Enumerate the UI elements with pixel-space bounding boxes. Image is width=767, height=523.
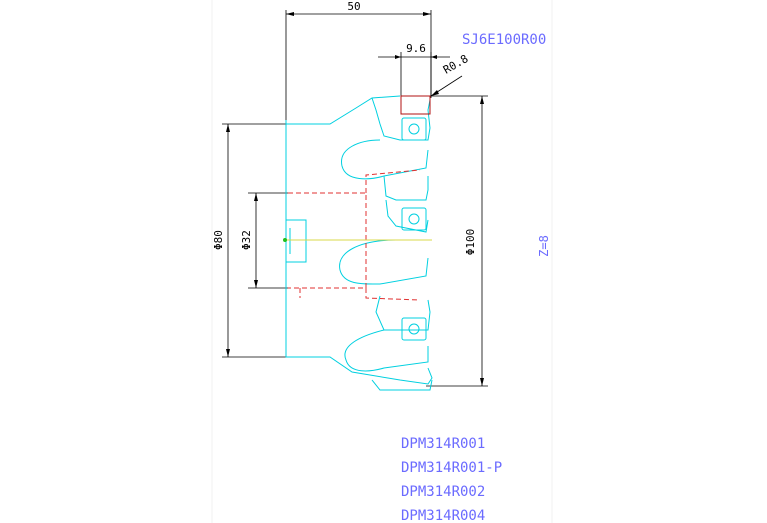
insert-detail-highlight	[400, 95, 431, 115]
hidden-lines	[288, 169, 421, 301]
dimension-label-bore-diameter: Φ32	[240, 230, 253, 250]
dimension-bore-diameter: Φ32	[240, 192, 288, 289]
insert-code-2: DPM314R001-P	[401, 460, 502, 476]
insert-code-4: DPM314R004	[401, 508, 485, 523]
dimension-cutting-diameter: Φ100	[426, 95, 488, 387]
insert-code-3: DPM314R002	[401, 484, 485, 500]
dimension-label-body-diameter: Φ80	[212, 230, 225, 250]
model-code-label: SJ6E100R00	[462, 32, 546, 48]
insert-code-list: DPM314R001 DPM314R001-P DPM314R002 DPM31…	[401, 436, 502, 523]
dimension-label-offset: 9.6	[406, 42, 426, 55]
dimension-body-diameter: Φ80	[212, 123, 286, 358]
insert-code-1: DPM314R001	[401, 436, 485, 452]
dimension-label-cutting-diameter: Φ100	[464, 229, 477, 256]
teeth-count-label: Z=8	[537, 235, 551, 257]
cutter-body-outline	[285, 95, 433, 391]
dimension-overall-width: 50	[285, 0, 432, 120]
dimension-insert-offset: 9.6	[378, 42, 450, 96]
dimension-label-radius: R0.8	[441, 52, 470, 77]
dimension-label-width: 50	[347, 0, 360, 13]
center-point	[283, 238, 287, 242]
